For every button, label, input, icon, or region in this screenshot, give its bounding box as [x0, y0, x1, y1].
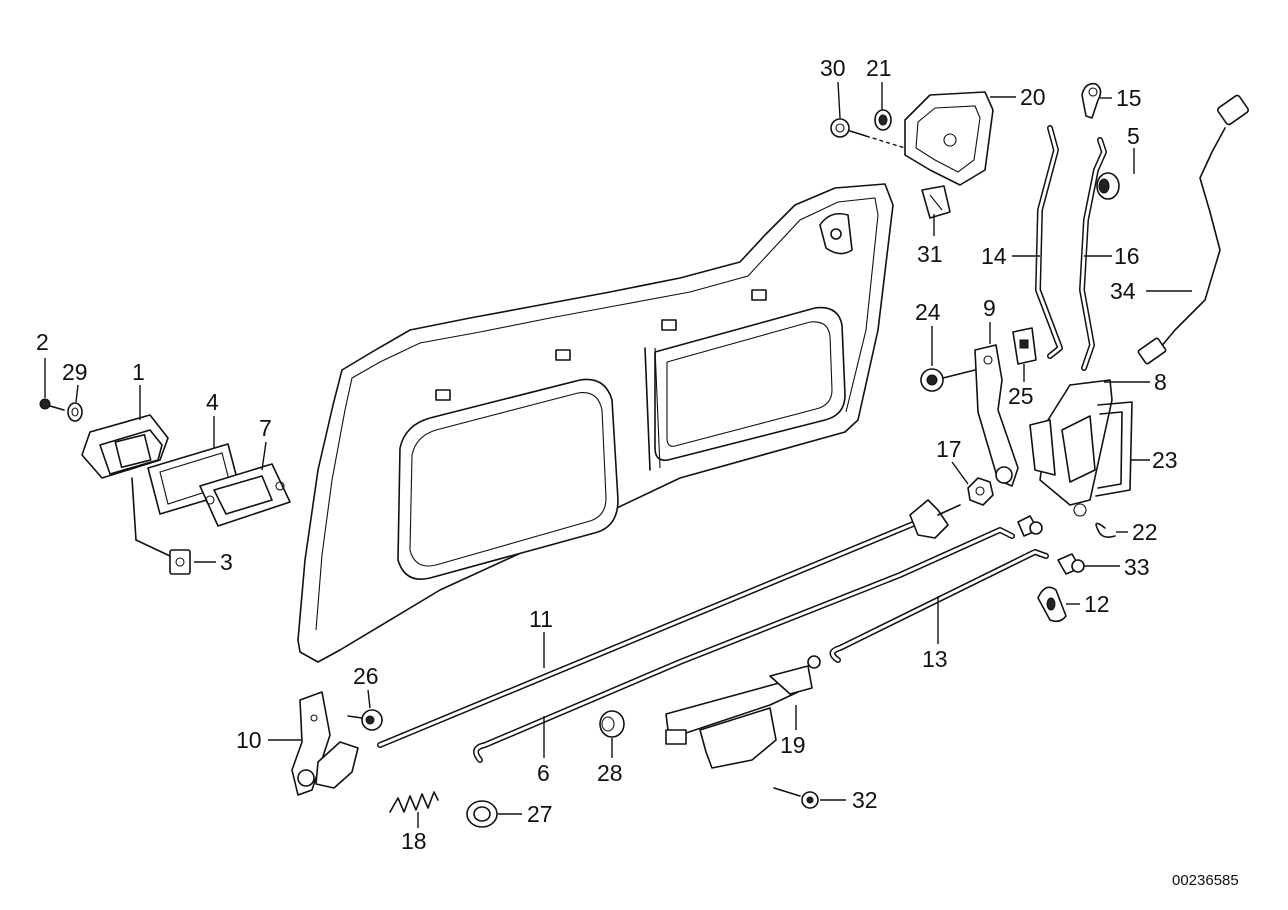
callout-34: 34	[1110, 278, 1136, 304]
callout-29: 29	[62, 359, 88, 385]
washer-21	[874, 109, 892, 131]
callout-14: 14	[981, 243, 1007, 269]
grommet-12	[1037, 586, 1067, 623]
bushing-28	[599, 710, 625, 738]
callout-31: 31	[917, 241, 943, 267]
handle-bracket-1	[81, 414, 171, 557]
actuator-19	[665, 655, 821, 769]
rod-13	[829, 549, 1049, 663]
bracket-20	[904, 91, 994, 186]
leader-lines	[44, 81, 1192, 828]
callout-12: 12	[1084, 591, 1110, 617]
callout-labels: 2 29 1 4 7 3 30 21 20 31 15 5 14 16 34 2…	[36, 55, 1239, 889]
callout-8: 8	[1154, 369, 1167, 395]
callout-18: 18	[401, 828, 427, 854]
bushing-5	[1096, 172, 1120, 200]
rod-16	[1079, 137, 1107, 371]
callout-2: 2	[36, 329, 49, 355]
callout-9: 9	[983, 295, 996, 321]
callout-6: 6	[537, 760, 550, 786]
grommet-15	[1081, 82, 1102, 119]
lock-mechanism-8	[1029, 379, 1113, 517]
screw-2	[39, 398, 65, 411]
callout-22: 22	[1132, 519, 1158, 545]
door-trim-panel	[297, 183, 894, 663]
callout-32: 32	[852, 787, 878, 813]
callout-1: 1	[132, 359, 145, 385]
ring-27	[466, 800, 498, 828]
callout-15: 15	[1116, 85, 1142, 111]
callout-27: 27	[527, 801, 553, 827]
clip-31	[921, 185, 951, 219]
callout-25: 25	[1008, 383, 1034, 409]
wire-clip-23	[1095, 401, 1133, 497]
screw-24	[920, 368, 976, 392]
nut-17	[967, 477, 994, 506]
clip-22	[1095, 522, 1116, 538]
callout-28: 28	[597, 760, 623, 786]
callout-13: 13	[922, 646, 948, 672]
callout-33: 33	[1124, 554, 1150, 580]
callout-10: 10	[236, 727, 262, 753]
callout-21: 21	[866, 55, 892, 81]
callout-7: 7	[259, 415, 272, 441]
callout-3: 3	[220, 549, 233, 575]
callout-30: 30	[820, 55, 846, 81]
callout-16: 16	[1114, 243, 1140, 269]
diagram-code: 00236585	[1172, 872, 1239, 889]
washer-29	[67, 402, 83, 422]
spring-18	[389, 791, 439, 813]
clip-nut-3	[169, 549, 191, 575]
screw-32	[773, 787, 819, 809]
bracket-10	[291, 691, 359, 796]
callout-19: 19	[780, 732, 806, 758]
cover-7	[199, 463, 291, 527]
callout-17: 17	[936, 436, 962, 462]
callout-26: 26	[353, 663, 379, 689]
callout-4: 4	[206, 389, 219, 415]
lever-9	[974, 344, 1019, 487]
rod-6	[473, 527, 1015, 763]
callout-20: 20	[1020, 84, 1046, 110]
rod-11	[377, 499, 961, 748]
callout-24: 24	[915, 299, 941, 325]
callout-23: 23	[1152, 447, 1178, 473]
screw-26	[347, 709, 383, 731]
callout-5: 5	[1127, 123, 1140, 149]
rod-14	[1035, 125, 1063, 359]
clip-25	[1012, 327, 1037, 365]
screw-33	[1017, 515, 1085, 575]
nut-30	[830, 118, 906, 149]
wiring-34	[1137, 94, 1250, 365]
callout-11: 11	[529, 606, 553, 632]
